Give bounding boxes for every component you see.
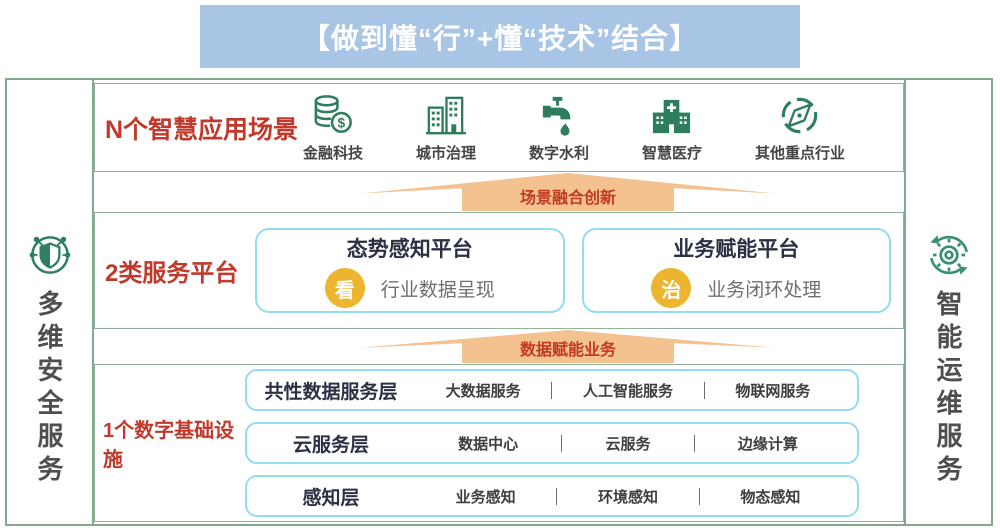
infrastructure-label: 1个数字基础设施 bbox=[103, 420, 235, 471]
applications-section: N个智慧应用场景 $ 金 bbox=[94, 83, 904, 172]
data-empower-arrow: 数据赋能业务 bbox=[360, 330, 776, 363]
banner: 【做到懂“行”+懂“技术”结合】 bbox=[200, 5, 800, 68]
layer-item: 环境感知 bbox=[597, 488, 658, 506]
layer-item: 大数据服务 bbox=[445, 382, 521, 400]
application-item-medical: 智慧医疗 bbox=[642, 92, 702, 163]
banner-title: 【做到懂“行”+懂“技术”结合】 bbox=[301, 22, 699, 54]
layer-item: 云服务 bbox=[605, 435, 651, 453]
application-label: 智慧医疗 bbox=[641, 145, 702, 162]
scene-fusion-arrow: 场景融合创新 bbox=[360, 173, 776, 211]
platform-title: 态势感知平台 bbox=[346, 238, 473, 261]
application-label: 金融科技 bbox=[303, 145, 364, 162]
scene-fusion-arrow-label: 场景融合创新 bbox=[519, 190, 616, 207]
layer-items: 业务感知 环境感知 物态感知 bbox=[415, 486, 857, 507]
infrastructure-section: 1个数字基础设施 共性数据服务层 大数据服务 人工智能服务 物联网服务 bbox=[94, 364, 904, 522]
svg-text:$: $ bbox=[337, 115, 345, 130]
layer-title: 共性数据服务层 bbox=[264, 381, 398, 403]
right-rail: 智能运维服务 bbox=[904, 80, 991, 524]
layer-item: 边缘计算 bbox=[737, 435, 798, 453]
application-label: 城市治理 bbox=[415, 145, 476, 162]
layer-items: 数据中心 云服务 边缘计算 bbox=[415, 433, 857, 454]
fintech-coins-icon: $ bbox=[314, 95, 352, 133]
platform-title: 业务赋能平台 bbox=[673, 238, 800, 261]
platform-desc: 行业数据呈现 bbox=[380, 279, 495, 301]
application-item-other: 其他重点行业 bbox=[755, 92, 845, 163]
city-buildings-icon bbox=[426, 96, 467, 135]
divider bbox=[703, 381, 705, 399]
hospital-icon bbox=[653, 99, 691, 134]
see-badge: 看 bbox=[324, 268, 365, 308]
divider bbox=[693, 434, 695, 452]
compass-icon bbox=[782, 97, 818, 134]
layer-item: 数据中心 bbox=[458, 435, 519, 453]
platform-cards: 态势感知平台 看 行业数据呈现 业务赋能平台 治 业务闭环处理 bbox=[255, 228, 903, 313]
layer-item: 物态感知 bbox=[740, 488, 801, 506]
application-item-fintech: $ 金融科技 bbox=[303, 92, 363, 163]
left-rail-label: 多维安全服务 bbox=[34, 290, 64, 488]
layer-row-data-services: 共性数据服务层 大数据服务 人工智能服务 物联网服务 bbox=[245, 369, 859, 411]
layer-items: 大数据服务 人工智能服务 物联网服务 bbox=[415, 380, 857, 401]
platforms-label: 2类服务平台 bbox=[105, 260, 239, 287]
arrow-gap-bottom: 数据赋能业务 bbox=[94, 329, 904, 364]
applications-label: N个智慧应用场景 bbox=[105, 115, 299, 144]
water-faucet-icon bbox=[543, 96, 571, 136]
layer-item: 物联网服务 bbox=[735, 382, 811, 400]
layer-title: 感知层 bbox=[302, 487, 360, 509]
application-label: 数字水利 bbox=[528, 145, 589, 162]
layer-item: 业务感知 bbox=[455, 488, 516, 506]
platform-card-business: 业务赋能平台 治 业务闭环处理 bbox=[581, 228, 891, 313]
layer-item: 人工智能服务 bbox=[582, 382, 673, 400]
data-empower-arrow-label: 数据赋能业务 bbox=[519, 342, 616, 359]
arrow-gap-top: 场景融合创新 bbox=[94, 172, 904, 212]
application-item-water: 数字水利 bbox=[529, 92, 589, 163]
right-rail-label: 智能运维服务 bbox=[933, 290, 963, 488]
divider bbox=[698, 487, 700, 505]
govern-badge: 治 bbox=[651, 268, 692, 308]
center-column: N个智慧应用场景 $ 金 bbox=[94, 80, 904, 524]
gear-sync-icon bbox=[929, 235, 968, 275]
divider bbox=[561, 434, 563, 452]
shield-network-icon bbox=[29, 236, 70, 274]
platform-card-situation: 态势感知平台 看 行业数据呈现 bbox=[255, 228, 565, 313]
divider bbox=[556, 487, 558, 505]
layer-title: 云服务层 bbox=[292, 434, 369, 456]
platform-desc: 业务闭环处理 bbox=[707, 279, 822, 301]
infrastructure-rows: 共性数据服务层 大数据服务 人工智能服务 物联网服务 云服务层 数据中心 bbox=[245, 369, 859, 517]
layer-row-perception: 感知层 业务感知 环境感知 物态感知 bbox=[245, 475, 859, 517]
platforms-section: 2类服务平台 态势感知平台 看 行业数据呈现 业务赋能平台 治 业务闭环处 bbox=[94, 212, 904, 329]
layer-row-cloud: 云服务层 数据中心 云服务 边缘计算 bbox=[245, 422, 859, 464]
main-frame: 多维安全服务 N个智慧应用场景 bbox=[5, 78, 993, 526]
platform-detail: 看 行业数据呈现 bbox=[324, 268, 495, 308]
application-label: 其他重点行业 bbox=[754, 145, 845, 162]
divider bbox=[551, 381, 553, 399]
platform-detail: 治 业务闭环处理 bbox=[651, 268, 821, 308]
applications-items: $ 金融科技 bbox=[303, 92, 903, 163]
left-rail: 多维安全服务 bbox=[7, 80, 94, 524]
application-item-city: 城市治理 bbox=[416, 92, 476, 163]
